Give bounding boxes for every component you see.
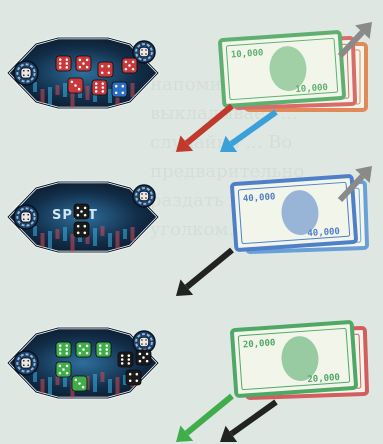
money-bill: 40,000 40,000 bbox=[230, 174, 358, 252]
arrow-icon bbox=[220, 399, 278, 442]
die bbox=[75, 341, 92, 358]
die bbox=[97, 61, 114, 78]
die bbox=[125, 369, 142, 386]
die bbox=[55, 55, 72, 72]
casino-board bbox=[6, 36, 160, 110]
bill-denomination: 20,000 bbox=[243, 338, 276, 350]
bill-denomination: 40,000 bbox=[243, 192, 276, 204]
chip bbox=[13, 204, 39, 230]
chip bbox=[132, 184, 156, 208]
chip bbox=[132, 40, 156, 64]
die bbox=[55, 341, 72, 358]
die bbox=[95, 341, 112, 358]
die bbox=[75, 55, 92, 72]
die bbox=[73, 221, 90, 238]
portrait bbox=[269, 46, 307, 92]
die bbox=[91, 79, 108, 96]
casino-board bbox=[6, 326, 160, 400]
chip bbox=[13, 60, 39, 86]
casino-board: SPLIT bbox=[6, 180, 160, 254]
arrow-icon bbox=[337, 22, 372, 59]
bill-denomination: 10,000 bbox=[295, 83, 328, 95]
bill-denomination: 20,000 bbox=[307, 373, 340, 385]
arrow-icon bbox=[220, 109, 278, 152]
die bbox=[138, 336, 150, 348]
chip bbox=[13, 350, 39, 376]
die bbox=[20, 211, 32, 223]
arrow-icon bbox=[176, 103, 234, 152]
die bbox=[121, 57, 138, 74]
die bbox=[138, 190, 150, 202]
bill-denomination: 40,000 bbox=[307, 227, 340, 239]
money-bill: 20,000 20,000 bbox=[230, 320, 358, 398]
die bbox=[117, 351, 134, 368]
die bbox=[67, 77, 84, 94]
die bbox=[20, 357, 32, 369]
die bbox=[135, 349, 152, 366]
die bbox=[55, 361, 72, 378]
die bbox=[71, 375, 88, 392]
die bbox=[138, 46, 150, 58]
die bbox=[20, 67, 32, 79]
portrait bbox=[281, 336, 319, 382]
arrow-icon bbox=[176, 247, 234, 296]
die bbox=[111, 81, 128, 98]
bill-denomination: 10,000 bbox=[231, 48, 264, 60]
portrait bbox=[281, 190, 319, 236]
money-bill: 10,000 10,000 bbox=[218, 30, 346, 108]
die bbox=[73, 203, 90, 220]
arrow-icon bbox=[176, 393, 234, 442]
arrow-icon bbox=[337, 166, 372, 203]
